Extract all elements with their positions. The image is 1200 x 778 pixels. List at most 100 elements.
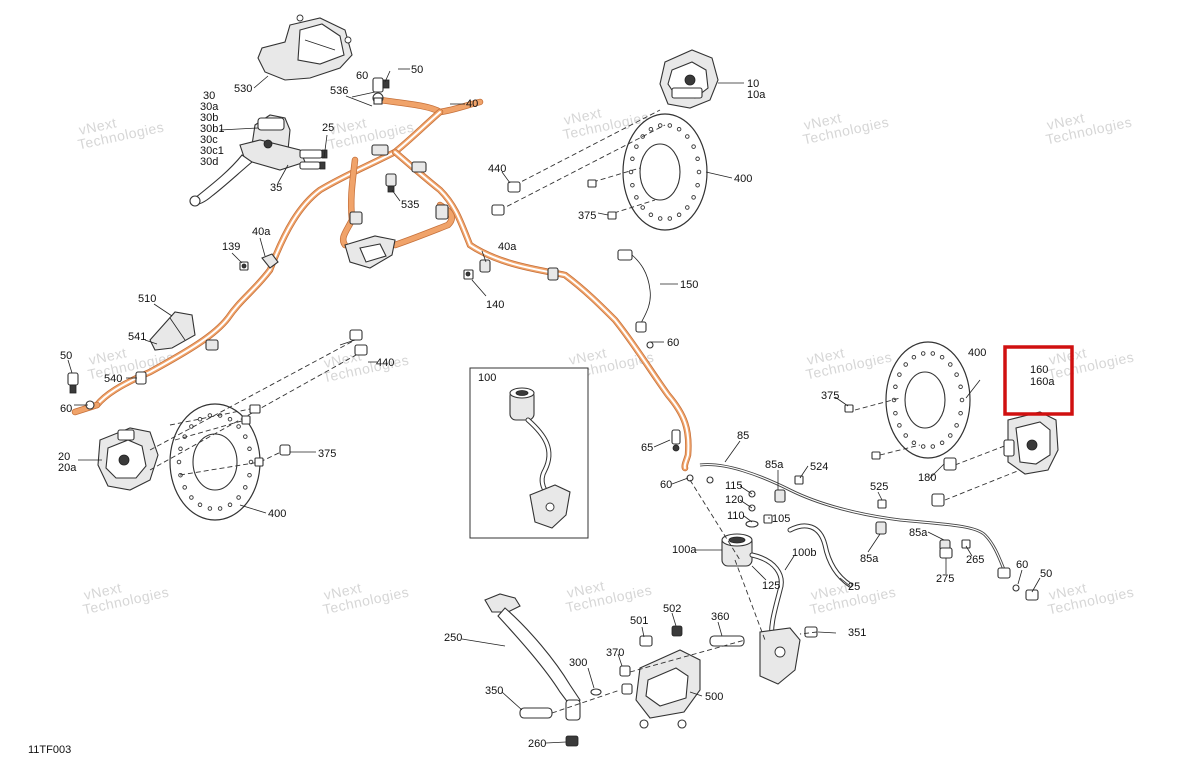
disc-hole — [243, 485, 248, 490]
disc-hole — [911, 354, 917, 360]
label-65: 65 — [641, 442, 653, 454]
banjo-fittings-top[interactable] — [372, 77, 390, 105]
label-125: 125 — [762, 580, 780, 592]
watermark-text: vNext — [322, 347, 363, 371]
label-400-top: 400 — [734, 173, 752, 185]
disc-hole — [948, 433, 953, 438]
bolt-140[interactable] — [463, 269, 474, 280]
bracket-500[interactable] — [635, 649, 701, 729]
watermark-text: vNext — [562, 104, 603, 128]
reservoir-100a[interactable] — [721, 533, 753, 567]
bracket-530[interactable] — [257, 14, 353, 81]
clip-40a-left[interactable] — [261, 253, 279, 269]
line-clips — [205, 144, 559, 351]
disc-hole — [930, 351, 936, 356]
brake-disc-front-right[interactable] — [622, 113, 708, 231]
bolt-540[interactable] — [135, 371, 147, 385]
label-115: 115 — [725, 480, 743, 492]
disc-hole — [897, 372, 902, 377]
label-100a: 100a — [672, 544, 697, 556]
pump-bracket[interactable] — [759, 627, 801, 685]
parts-501-502[interactable] — [639, 625, 683, 647]
washer-300[interactable] — [590, 688, 602, 696]
watermark-text: vNext — [327, 114, 368, 138]
brake-disc-rear[interactable] — [885, 341, 971, 459]
label-524: 524 — [810, 461, 828, 473]
fitting-265[interactable] — [961, 539, 971, 549]
disc-hole — [197, 416, 203, 422]
disc-hole — [903, 433, 908, 438]
disc-hole — [217, 506, 223, 511]
disc-hole — [958, 410, 963, 416]
disc-hole — [648, 126, 654, 132]
label-375-rear: 375 — [821, 390, 839, 402]
label-105: 105 — [772, 513, 790, 525]
label-160: 160 — [1030, 364, 1048, 376]
bolt-524[interactable] — [794, 475, 804, 485]
highlight-160[interactable]: 160 160a — [1003, 345, 1074, 416]
disc-hole — [954, 372, 959, 377]
junction-bracket[interactable] — [344, 235, 396, 269]
caliper-160[interactable] — [1003, 411, 1059, 475]
disc-hole — [893, 410, 898, 416]
disc-hole — [634, 195, 639, 200]
bushing-370[interactable] — [619, 665, 633, 695]
hose-100b[interactable] — [749, 523, 853, 643]
label-400-rear: 400 — [968, 347, 986, 359]
clips-85a[interactable] — [774, 489, 951, 551]
brake-disc-front-left[interactable] — [169, 403, 261, 521]
bolts-rear[interactable] — [844, 404, 957, 507]
caliper-20[interactable] — [97, 427, 159, 491]
label-60-sensor: 60 — [667, 337, 679, 349]
label-20: 20 — [58, 451, 70, 463]
label-350: 350 — [485, 685, 503, 697]
disc-hole — [897, 423, 902, 428]
disc-hole — [685, 134, 690, 139]
pin-360[interactable] — [709, 635, 745, 647]
nut-275[interactable] — [939, 547, 953, 559]
pin-350[interactable] — [519, 707, 553, 719]
disc-hole — [640, 205, 645, 210]
label-30: 30 — [203, 90, 215, 102]
disc-hole — [630, 156, 635, 162]
bolt-440-left[interactable] — [241, 329, 368, 467]
label-100b: 100b — [792, 547, 816, 559]
disc-hole — [236, 424, 241, 429]
label-85a-1: 85a — [765, 459, 784, 471]
fitting-65[interactable] — [671, 429, 681, 452]
label-30d: 30d — [200, 156, 218, 168]
brake-pedal-250[interactable] — [484, 593, 581, 721]
dashes-pedal — [551, 639, 746, 714]
bolt-440-top[interactable] — [491, 179, 617, 220]
label-50-rear: 50 — [1040, 568, 1052, 580]
disc-hole — [657, 216, 663, 221]
disc-hole — [685, 205, 690, 210]
clip-260[interactable] — [565, 735, 579, 747]
label-536: 536 — [330, 85, 348, 97]
disc-hole — [227, 416, 233, 422]
bolt-139[interactable] — [239, 261, 249, 271]
label-530: 530 — [234, 83, 252, 95]
bracket-510[interactable] — [149, 311, 196, 351]
label-120: 120 — [725, 494, 743, 506]
fitting-rear-end[interactable] — [997, 567, 1039, 601]
watermark-text: vNext — [567, 344, 608, 368]
reservoir-100[interactable] — [509, 387, 571, 529]
leader-lines — [67, 68, 1041, 744]
watermark-text: vNext — [565, 577, 606, 601]
label-541: 541 — [128, 331, 146, 343]
part-labels: 530 30 30a 30b 30b1 30c 30c1 30d 35 25 5… — [58, 64, 1052, 750]
label-501: 501 — [630, 615, 648, 627]
label-260: 260 — [528, 738, 546, 750]
caliper-10[interactable] — [659, 49, 719, 109]
disc-hole — [903, 362, 908, 367]
clip-535[interactable] — [385, 173, 397, 193]
watermark-text: vNext — [809, 579, 850, 603]
bolt-525[interactable] — [877, 499, 887, 509]
master-cylinder-30[interactable] — [189, 114, 328, 207]
rear-brake-line — [699, 463, 1007, 573]
label-535: 535 — [401, 199, 419, 211]
label-40a-left: 40a — [252, 226, 271, 238]
disc-hole — [236, 495, 241, 500]
